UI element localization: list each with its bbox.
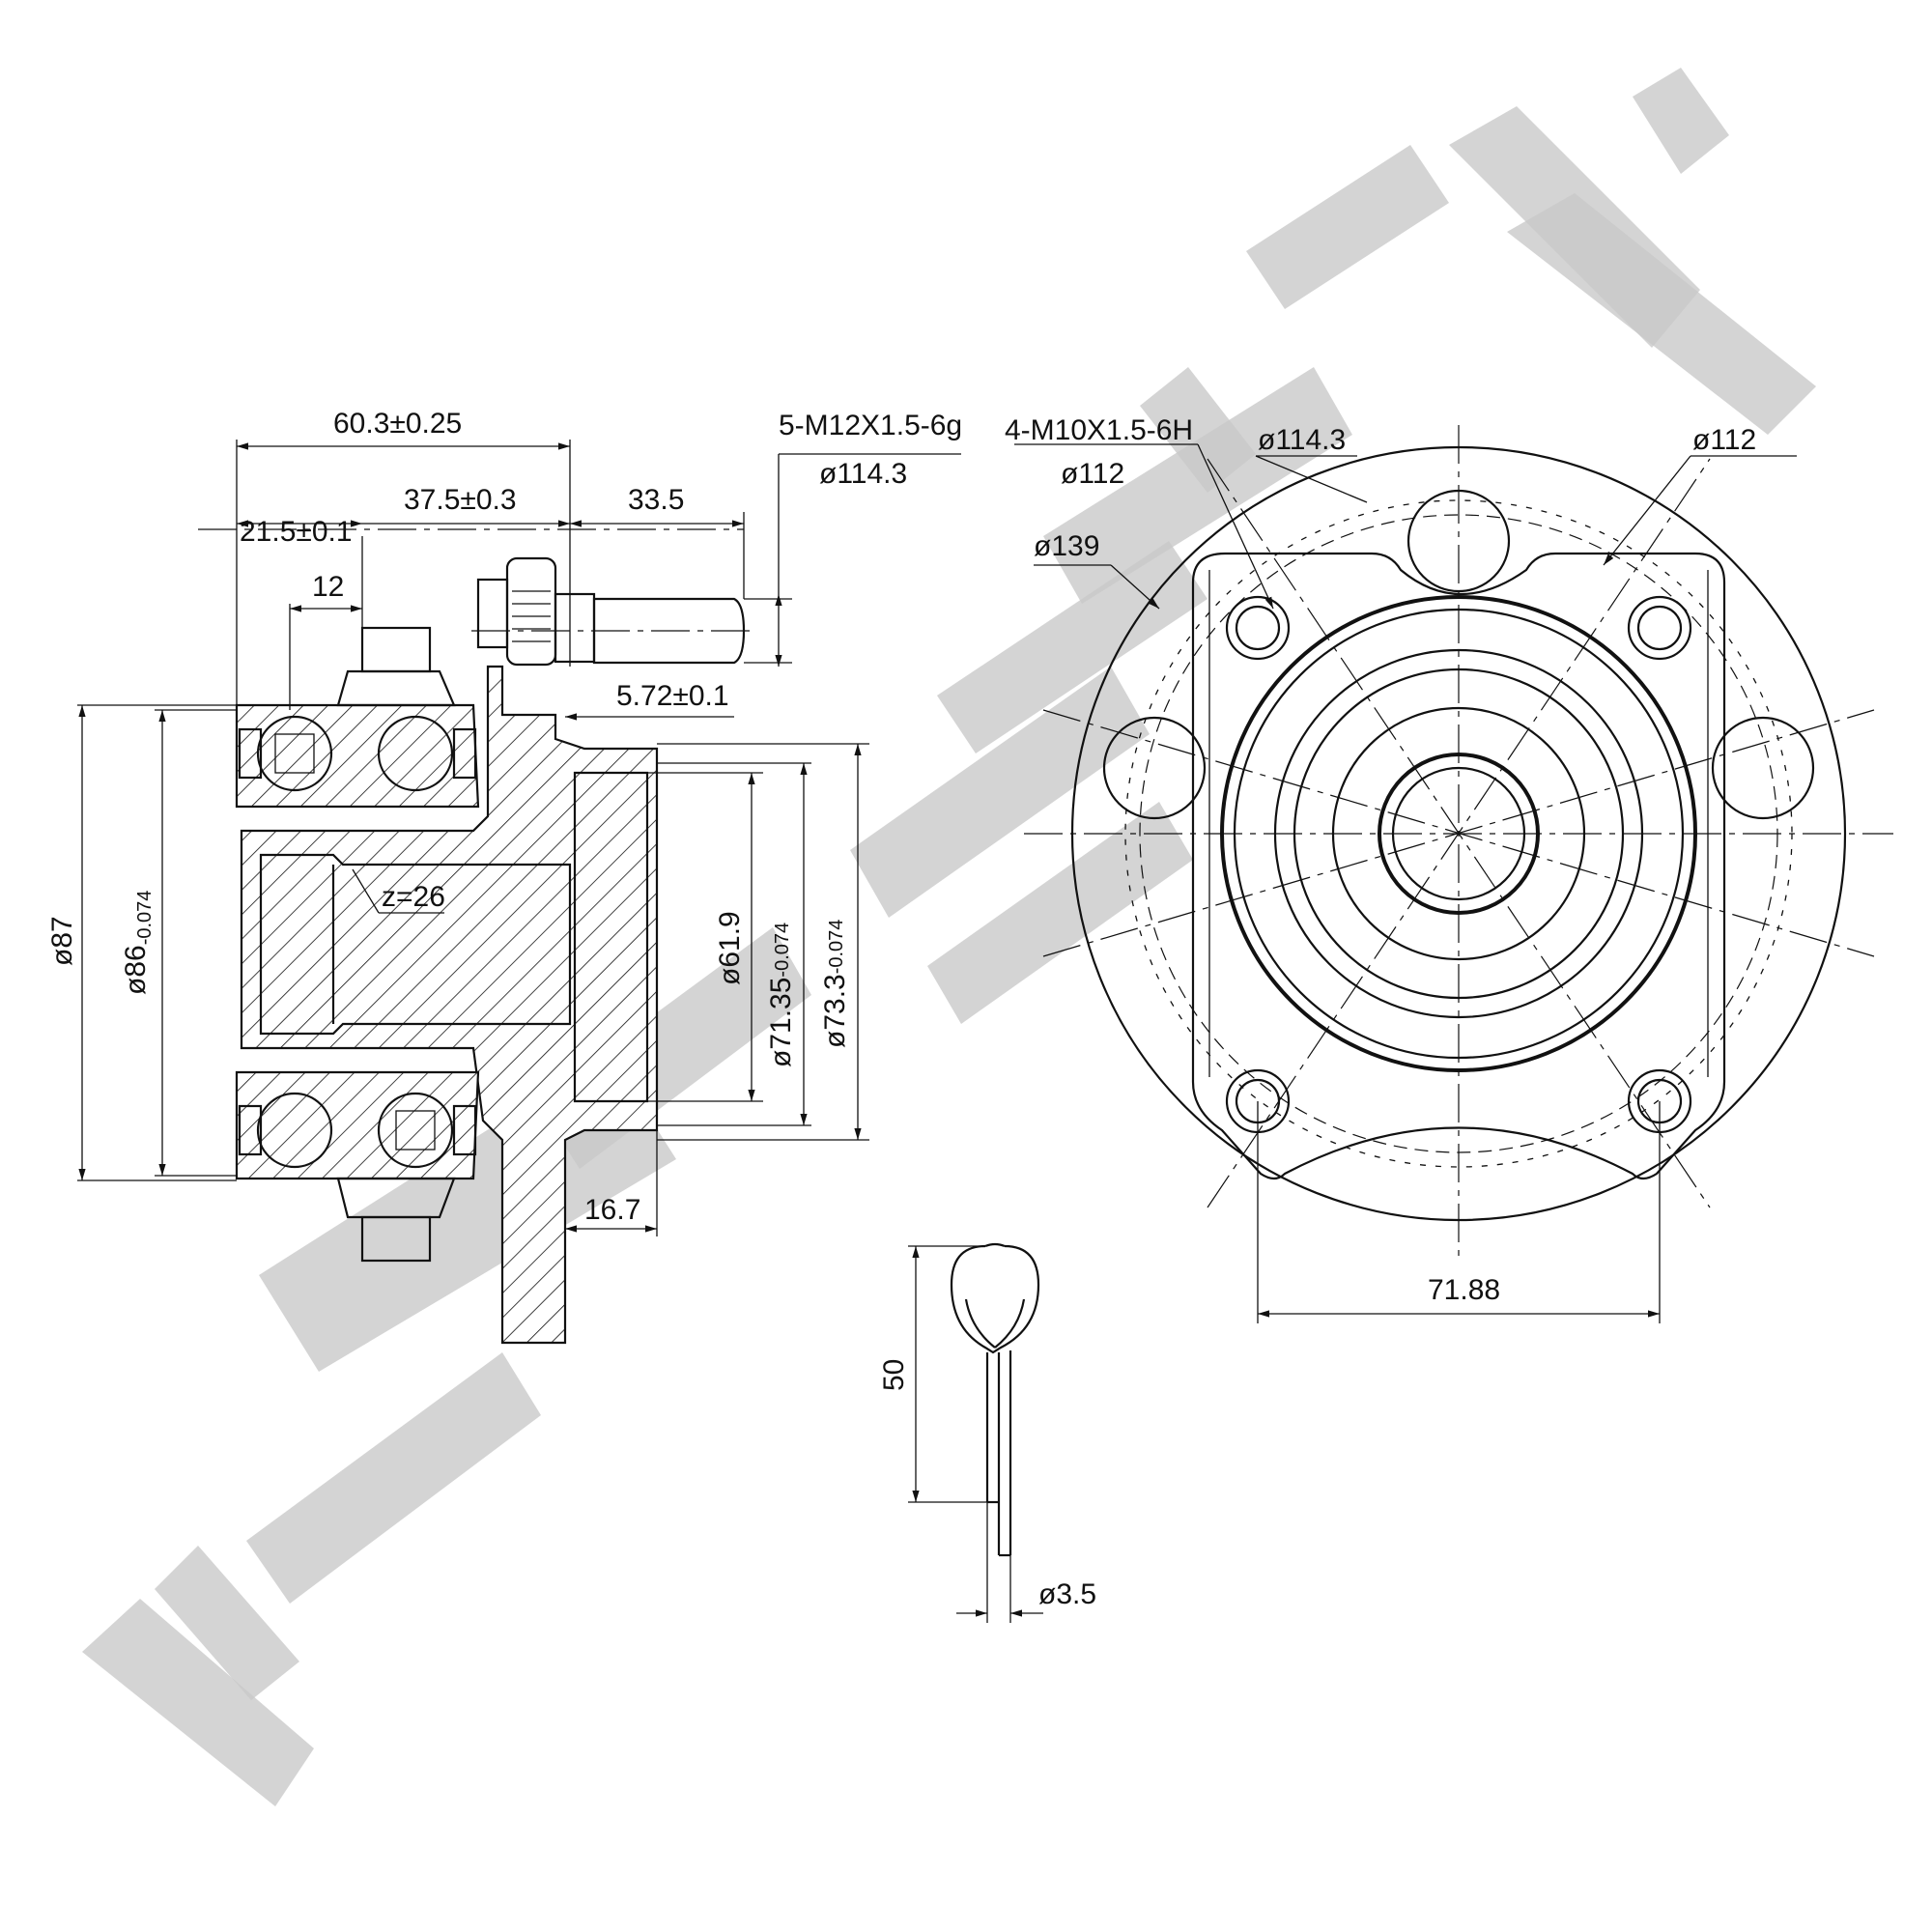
label-stud-pcd: ø114.3 xyxy=(819,458,907,490)
outer-ring-top xyxy=(235,703,480,809)
dim-pin-diameter: ø3.5 xyxy=(1038,1578,1096,1610)
spline-bore xyxy=(259,853,572,1036)
dim-offset: 37.5±0.3 xyxy=(404,484,517,516)
hub-body xyxy=(240,665,659,1345)
ball-top-right xyxy=(377,715,454,792)
label-thread-spec: 4-M10X1.5-6H xyxy=(1005,414,1193,446)
dim-groove-width: 12 xyxy=(312,571,344,603)
dim-stud-length: 33.5 xyxy=(628,484,684,516)
stud-hole-left xyxy=(1102,716,1207,820)
side-section-view xyxy=(77,440,961,1345)
ball-top-left xyxy=(256,715,333,792)
ball-bottom-right xyxy=(377,1092,454,1169)
label-spline-teeth: z=26 xyxy=(382,881,445,913)
dim-pilot-diameter-2: ø73.3-0.074 xyxy=(819,920,851,1048)
wheel-stud xyxy=(476,556,746,667)
dim-flange-width: 21.5±0.1 xyxy=(240,516,353,548)
dim-hole-spacing: 71.88 xyxy=(1428,1274,1500,1306)
cotter-pin xyxy=(908,1242,1043,1623)
label-stud-thread: 5-M12X1.5-6g xyxy=(779,410,962,441)
square-flange xyxy=(1191,552,1726,1180)
outer-circle xyxy=(1070,445,1847,1222)
stud-hole-right xyxy=(1711,716,1815,820)
dim-bore-diameter: ø61.9 xyxy=(714,911,746,985)
label-thread-pcd: ø112 xyxy=(1061,458,1124,490)
watermark-logo xyxy=(82,68,1816,1806)
dim-pilot-diameter-1: ø71.35-0.074 xyxy=(765,923,797,1067)
label-outer-diameter: ø139 xyxy=(1034,530,1099,562)
dim-bearing-diameter: ø86-0.074 xyxy=(120,891,156,995)
outer-ring-bottom xyxy=(235,1070,480,1180)
dim-pin-length: 50 xyxy=(878,1359,910,1391)
dim-outer-diameter: ø87 xyxy=(46,916,78,966)
front-view xyxy=(1014,425,1893,1323)
ball-bottom-left xyxy=(256,1092,333,1169)
dim-pilot-length: 16.7 xyxy=(584,1194,640,1226)
label-pcd-112: ø112 xyxy=(1692,424,1756,456)
stud-hole-top xyxy=(1406,489,1511,593)
dim-flange-thickness: 5.72±0.1 xyxy=(616,680,729,712)
dim-overall-width: 60.3±0.25 xyxy=(333,408,462,440)
label-pcd-114: ø114.3 xyxy=(1258,424,1346,456)
